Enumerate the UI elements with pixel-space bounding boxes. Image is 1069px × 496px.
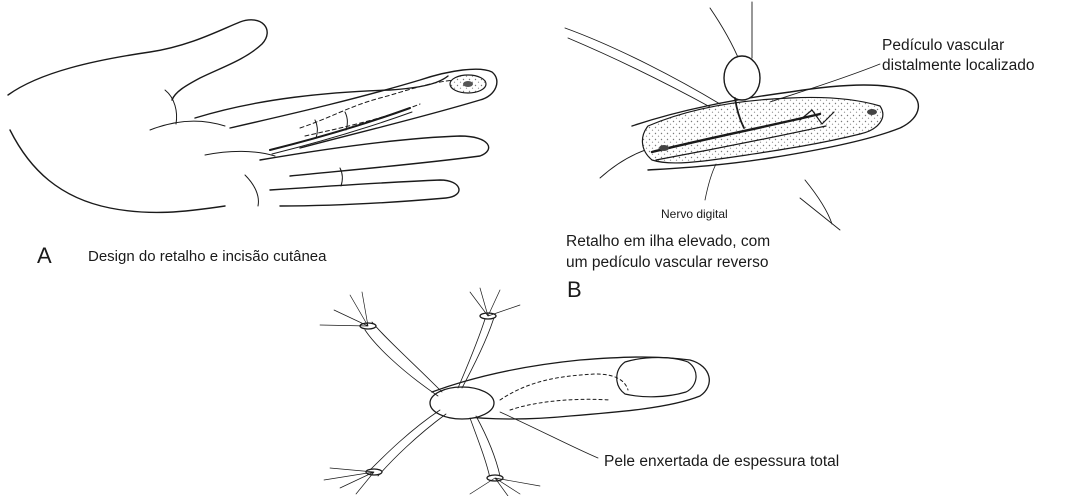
vascular-pedicle-label-line2: distalmente localizado <box>882 56 1035 76</box>
vascular-pedicle-label-line1: Pedículo vascular <box>882 36 1004 56</box>
flap-illustration <box>565 2 918 230</box>
panel-a-letter: A <box>37 244 52 268</box>
digital-nerve-label: Nervo digital <box>661 207 728 222</box>
panel-b-caption-line2: um pedículo vascular reverso <box>566 253 768 273</box>
hand-illustration <box>8 20 497 213</box>
graft-label: Pele enxertada de espessura total <box>604 452 839 472</box>
panel-a-caption: Design do retalho e incisão cutânea <box>88 247 327 266</box>
panel-b-letter: B <box>567 278 582 302</box>
panel-b-caption-line1: Retalho em ilha elevado, com <box>566 232 770 252</box>
